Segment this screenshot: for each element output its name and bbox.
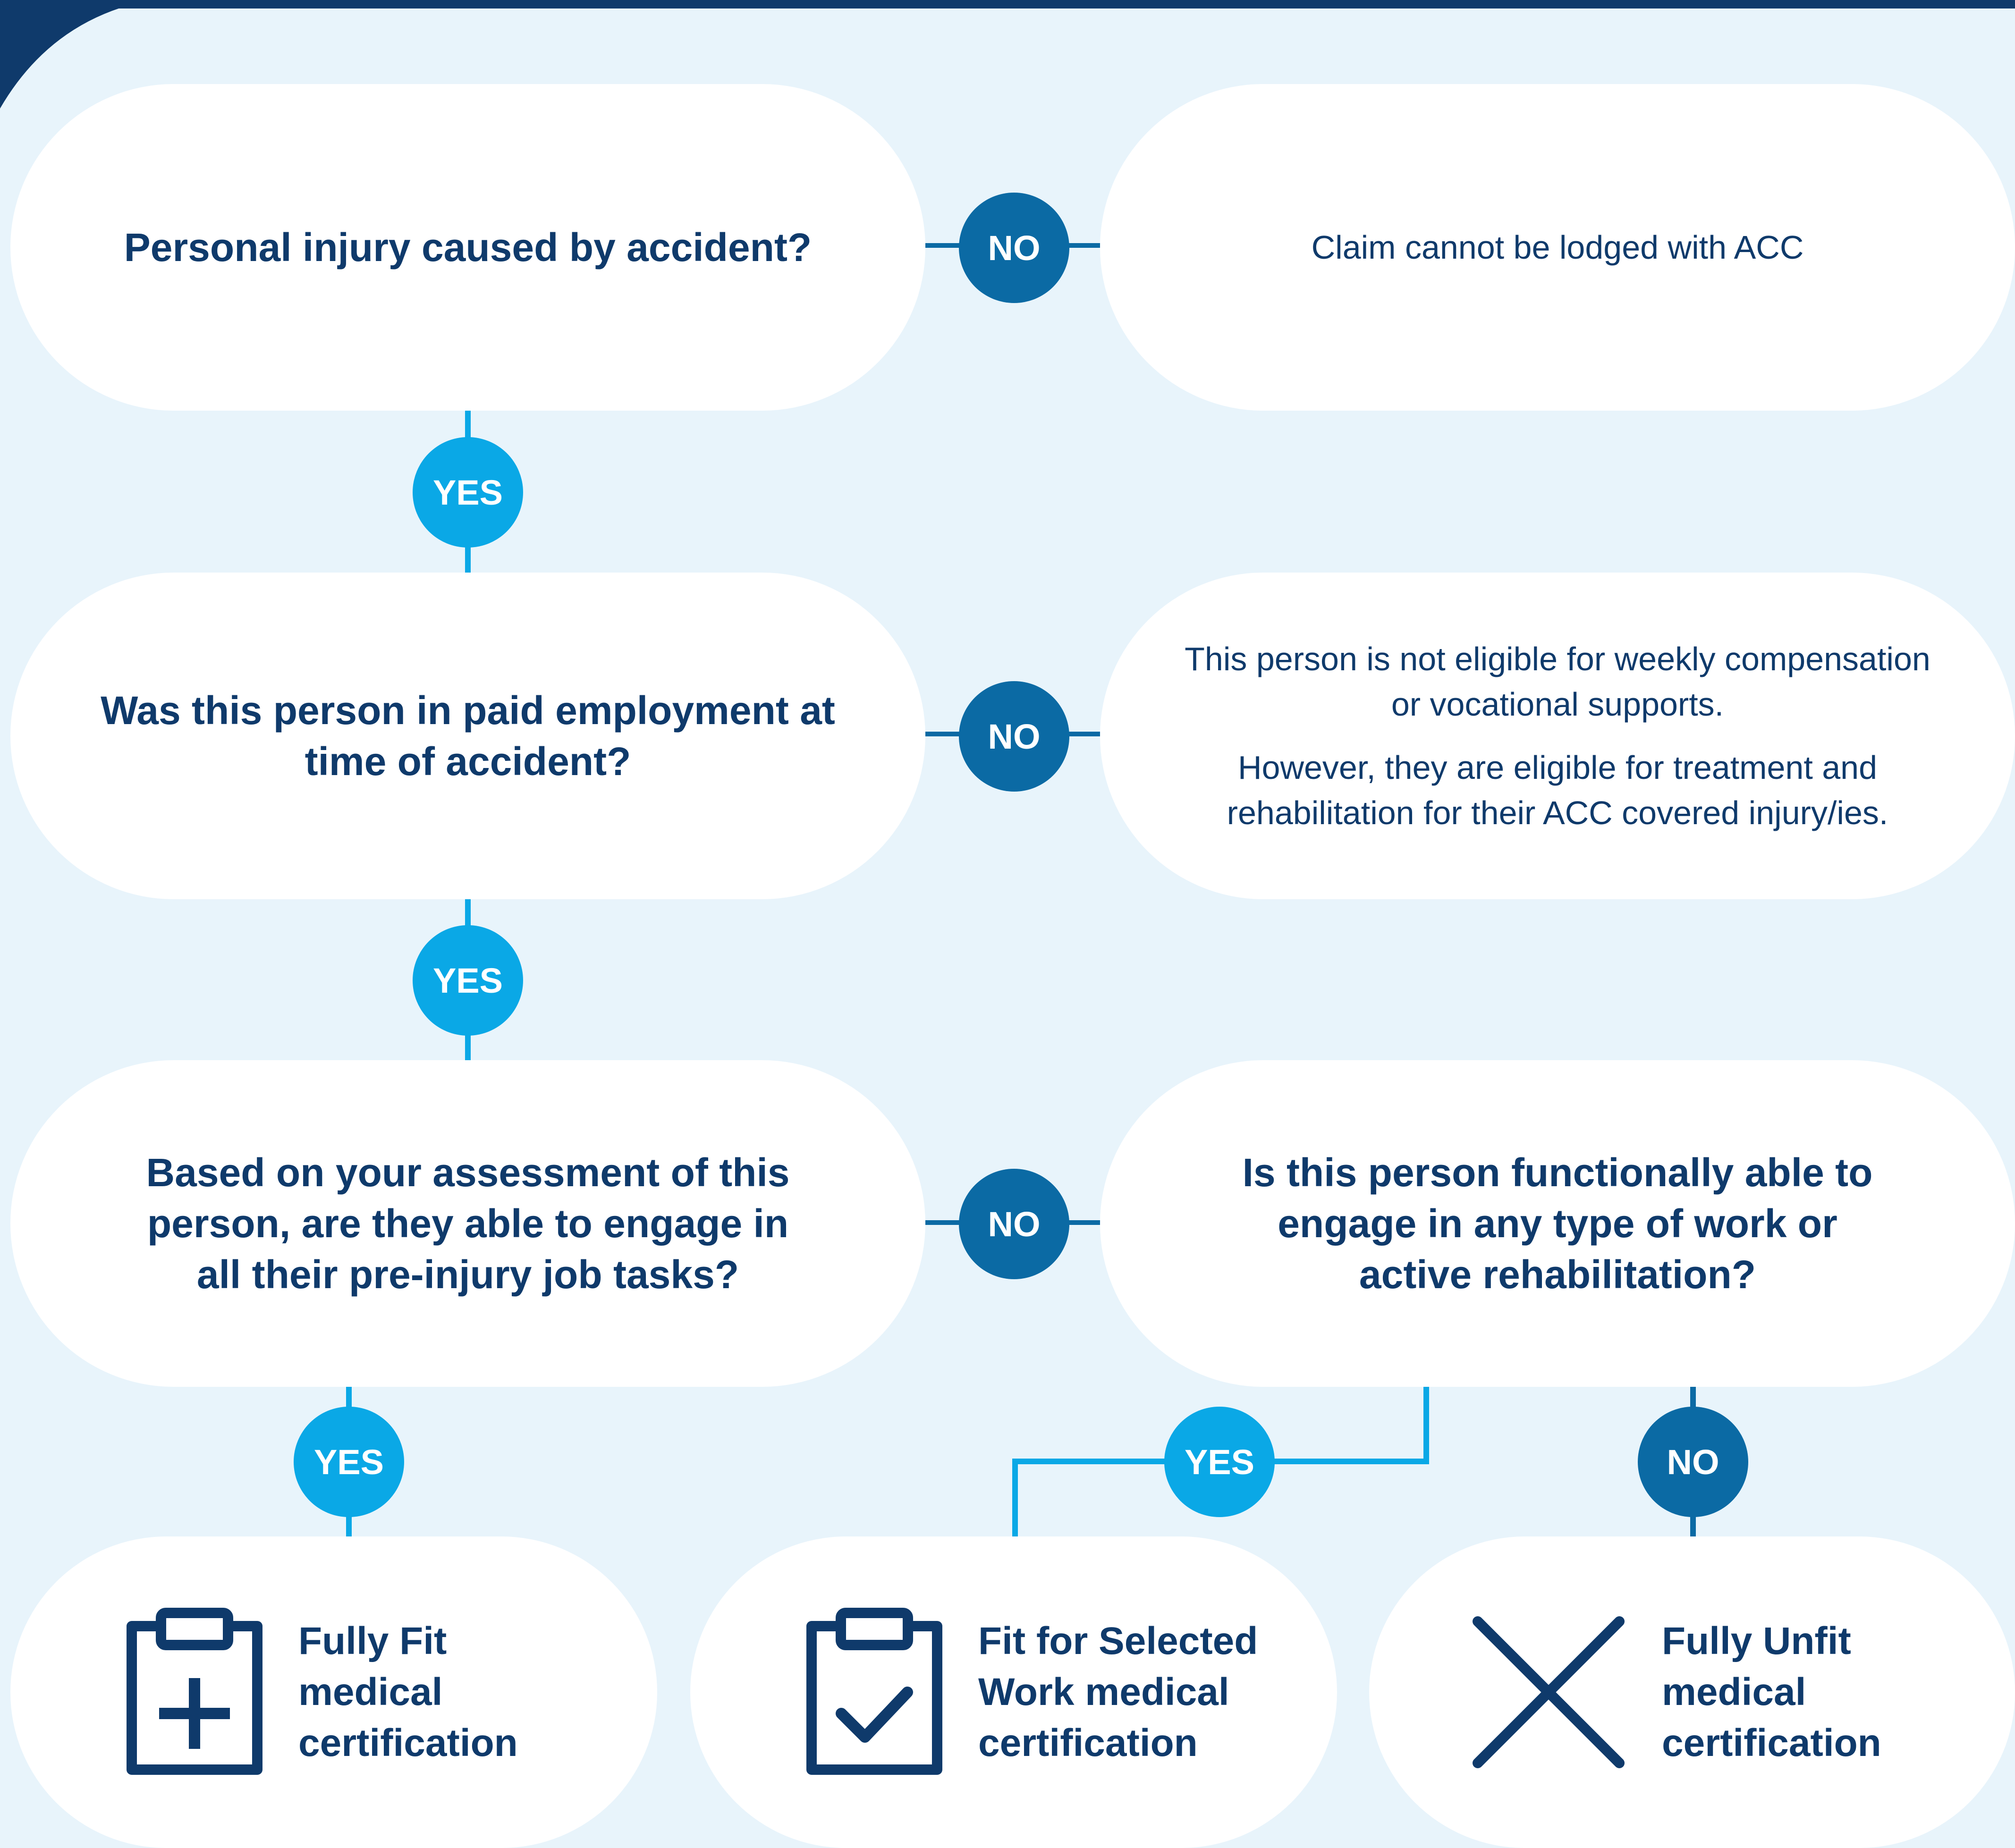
question-text: Was this person in paid employment at ti… bbox=[101, 688, 835, 784]
clipboard-check-icon bbox=[806, 1608, 942, 1775]
answer-text: Claim cannot be lodged with ACC bbox=[1311, 229, 1804, 266]
yes-badge: YES bbox=[294, 1407, 404, 1517]
answer-text: This person is not eligible for weekly c… bbox=[1171, 636, 1944, 835]
no-badge: NO bbox=[959, 193, 1069, 303]
answer-paragraph: However, they are eligible for treatment… bbox=[1227, 749, 1888, 831]
clipboard-plus-icon bbox=[127, 1608, 262, 1775]
no-badge: NO bbox=[959, 1169, 1069, 1279]
outcome-fully-unfit: Fully Unfit medical certification bbox=[1369, 1536, 2015, 1848]
cross-x-icon bbox=[1473, 1616, 1625, 1768]
question-text: Is this person functionally able to enga… bbox=[1242, 1150, 1873, 1297]
corner-decoration bbox=[0, 0, 151, 109]
question-paid-employment: Was this person in paid employment at ti… bbox=[10, 573, 925, 899]
answer-paragraph: This person is not eligible for weekly c… bbox=[1185, 641, 1930, 723]
question-text: Personal injury caused by accident? bbox=[124, 225, 812, 270]
question-text: Based on your assessment of this person,… bbox=[146, 1150, 790, 1297]
yes-badge: YES bbox=[413, 437, 523, 548]
outcome-claim-not-lodged: Claim cannot be lodged with ACC bbox=[1100, 84, 2015, 411]
connector-q4-yes-down bbox=[1423, 1385, 1429, 1463]
yes-badge: YES bbox=[1164, 1407, 1275, 1517]
outcome-fully-fit: Fully Fit medical certification bbox=[10, 1536, 657, 1848]
no-badge: NO bbox=[959, 681, 1069, 792]
question-functionally-able: Is this person functionally able to enga… bbox=[1100, 1060, 2015, 1387]
no-badge: NO bbox=[1638, 1407, 1748, 1517]
outcome-label: Fully Unfit medical certification bbox=[1662, 1620, 1881, 1764]
question-pre-injury-tasks: Based on your assessment of this person,… bbox=[10, 1060, 925, 1387]
outcome-label: Fit for Selected Work medical certificat… bbox=[978, 1620, 1258, 1764]
question-personal-injury: Personal injury caused by accident? bbox=[10, 84, 925, 411]
outcome-not-eligible-weekly: This person is not eligible for weekly c… bbox=[1100, 573, 2015, 899]
connector-q4-yes-drop bbox=[1012, 1459, 1018, 1536]
yes-badge: YES bbox=[413, 925, 523, 1036]
top-bar bbox=[0, 0, 2015, 8]
outcome-fit-selected-work: Fit for Selected Work medical certificat… bbox=[690, 1536, 1337, 1848]
outcome-label: Fully Fit medical certification bbox=[298, 1620, 518, 1764]
